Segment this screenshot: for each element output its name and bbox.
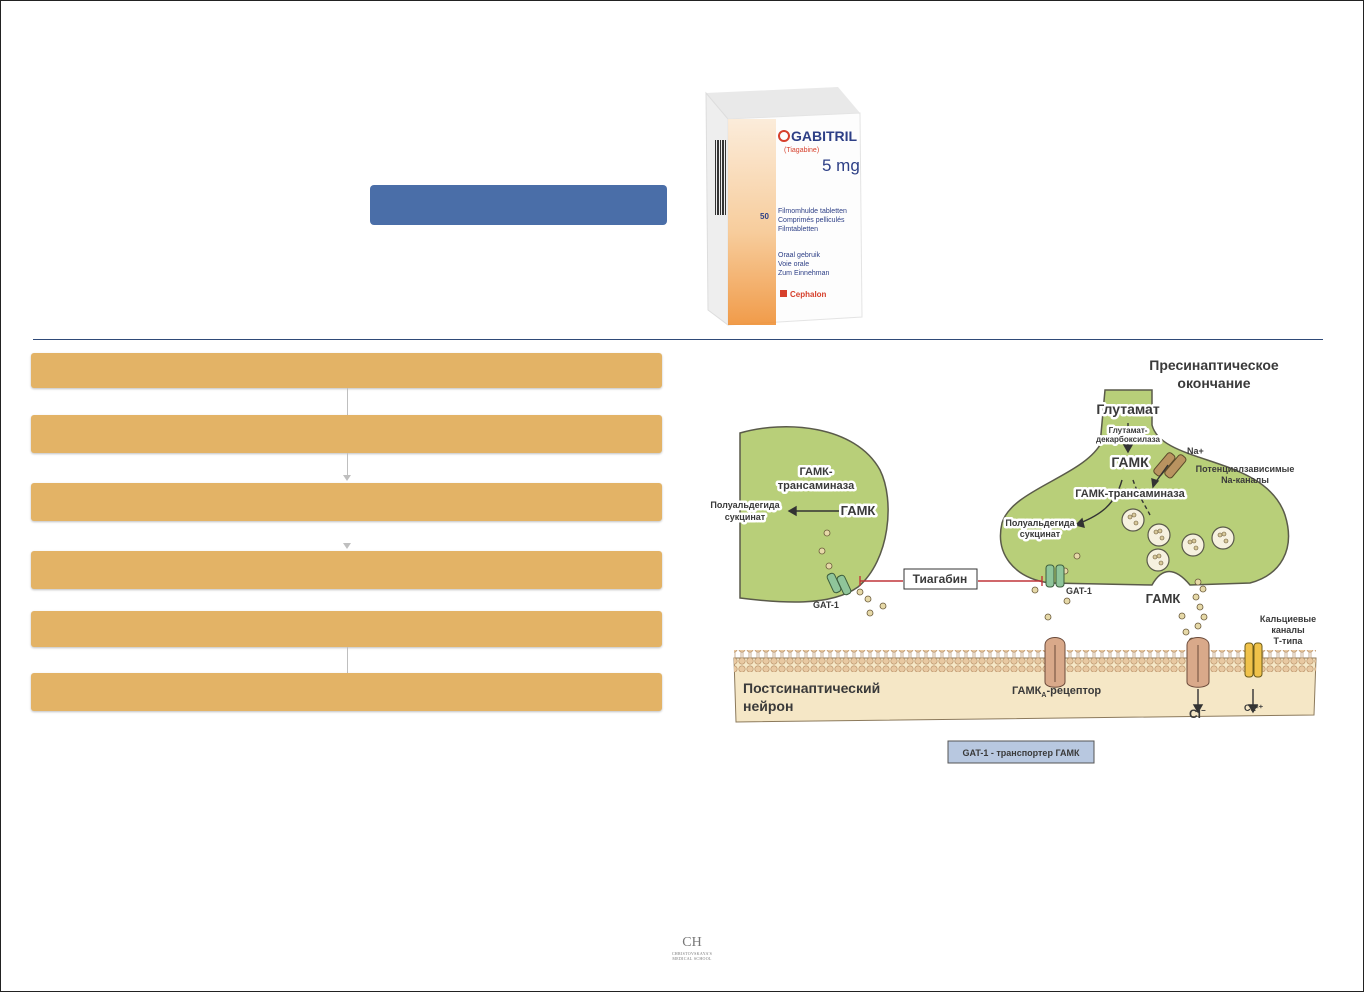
- package-brand: GABITRIL: [791, 128, 858, 144]
- label-glutamate: Глутамат: [1096, 401, 1160, 417]
- label-glia-transaminase-2: трансаминаза: [778, 480, 855, 492]
- logo-name: CHRISTOVSKAYA'S: [671, 951, 713, 956]
- package-form-3: Filmtabletten: [778, 226, 818, 233]
- gaba-a-receptor-2: [1186, 637, 1210, 688]
- label-tiagabine: Тиагабин: [913, 572, 968, 586]
- label-ca-channels-2: каналы: [1271, 625, 1305, 635]
- school-logo: CH CHRISTOVSKAYA'S MEDICAL SCHOOL: [666, 935, 718, 961]
- package-route-2: Voie orale: [778, 261, 809, 268]
- gat1-transporter-glia: [826, 572, 852, 596]
- label-na: Na+: [1187, 446, 1204, 456]
- flow-arrowhead-2: [343, 475, 351, 481]
- label-presynaptic-1: Пресинаптическое: [1149, 357, 1279, 373]
- package-generic: (Tiagabine): [784, 147, 819, 154]
- package-form-1: Filmomhulde tabletten: [778, 208, 847, 215]
- ca-channel: [1244, 642, 1263, 678]
- label-na-channels-1: Потенциалзависимые: [1196, 464, 1295, 474]
- flow-step-1: [31, 353, 662, 388]
- package-route-3: Zum Einnehman: [778, 270, 829, 277]
- label-gad-1: Глутамат-: [1109, 426, 1148, 435]
- label-ssa-pre-1: Полуальдегида: [1005, 518, 1075, 528]
- flow-connector-1: [347, 388, 348, 415]
- label-glia-ssa-2: сукцинат: [725, 512, 766, 522]
- label-ca-channels-3: Т-типа: [1274, 636, 1304, 646]
- gaba-synapse-diagram: Пресинаптическое окончание Глутамат Глут…: [708, 357, 1317, 764]
- gabitril-package-image: GABITRIL (Tiagabine) 5 mg 50 Filmomhulde…: [705, 87, 863, 326]
- label-gaba-pre: ГАМК: [1111, 454, 1149, 470]
- label-gaba-cleft: ГАМК: [1146, 591, 1181, 606]
- flow-connector-2: [347, 453, 348, 475]
- label-gad-2: декарбоксилаза: [1096, 435, 1160, 444]
- legend-box: [947, 740, 1095, 764]
- package-route-1: Oraal gebruik: [778, 252, 821, 259]
- package-form-2: Comprimés pelliculés: [778, 217, 845, 224]
- label-na-channels-2: Na-каналы: [1221, 475, 1269, 485]
- label-postsynaptic-2: нейрон: [743, 698, 793, 714]
- logo-subtitle: MEDICAL SCHOOL: [672, 956, 712, 961]
- cephalon-logo-icon: [780, 290, 787, 297]
- label-ca-channels-1: Кальциевые: [1260, 614, 1316, 624]
- gaba-a-receptor-1: [1044, 637, 1066, 688]
- section-divider: [33, 339, 1323, 340]
- synaptic-vesicles: [1121, 508, 1235, 572]
- label-glia-gaba: ГАМК: [841, 503, 876, 518]
- label-glia-transaminase-1: ГАМК-: [799, 466, 832, 478]
- postsynaptic-neuron: [733, 650, 1317, 723]
- barcode-icon: [715, 140, 726, 215]
- label-ca: Ca²⁺: [1244, 703, 1264, 713]
- tiagabine-box: [903, 568, 978, 590]
- flow-step-2: [31, 415, 662, 453]
- flow-step-3: [31, 483, 662, 521]
- gat1-transporter-presynaptic: [1045, 564, 1065, 588]
- na-channel: [1153, 452, 1187, 479]
- glial-cell: [739, 426, 889, 603]
- package-dose: 5 mg: [822, 156, 860, 175]
- title-box: [370, 185, 667, 225]
- flow-step-6: [31, 673, 662, 711]
- label-gat1-pre: GAT-1: [1066, 586, 1092, 596]
- label-postsynaptic-1: Постсинаптический: [743, 680, 880, 696]
- label-presynaptic-2: окончание: [1177, 375, 1250, 391]
- label-gat1-glia: GAT-1: [813, 600, 839, 610]
- label-gaba-a-receptor: ГАМКA-рецептор: [1012, 685, 1101, 699]
- label-ssa-pre-2: сукцинат: [1020, 529, 1061, 539]
- label-transaminase-pre: ГАМК-трансаминаза: [1075, 488, 1185, 500]
- package-count: 50: [760, 212, 769, 221]
- label-cl: Cl−: [1189, 706, 1206, 721]
- flow-connector-5: [347, 647, 348, 673]
- flow-step-4: [31, 551, 662, 589]
- flow-arrowhead-3: [343, 543, 351, 549]
- label-legend: GAT-1 - транспортер ГАМК: [963, 748, 1080, 758]
- flow-step-5: [31, 611, 662, 647]
- package-maker: Cephalon: [790, 290, 827, 299]
- label-glia-ssa-1: Полуальдегида: [710, 500, 780, 510]
- gabitril-logo-icon: GABITRIL: [778, 128, 858, 144]
- logo-monogram: CH: [682, 935, 702, 950]
